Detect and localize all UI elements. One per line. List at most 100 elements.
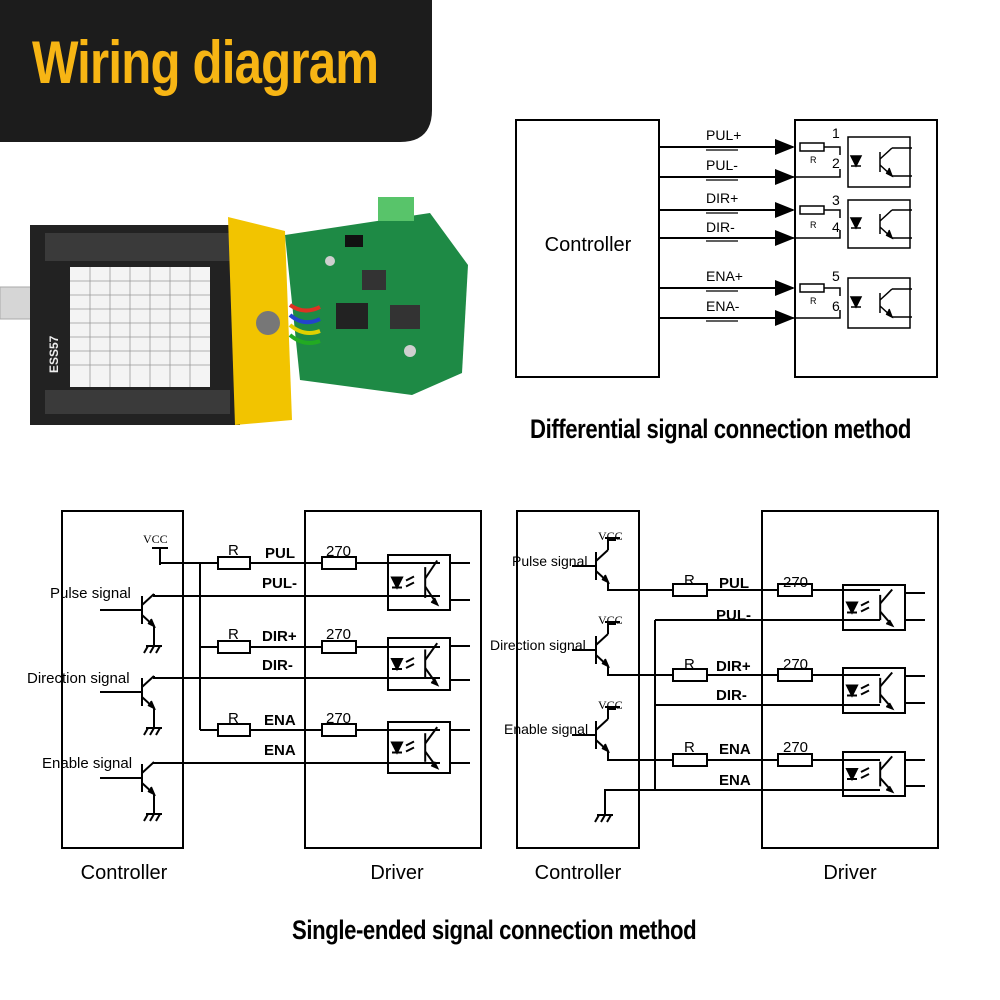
single-ended-caption: Single-ended signal connection method bbox=[292, 915, 697, 945]
left-vcc-label: VCC bbox=[143, 532, 168, 546]
right-signal-ena-2: ENA bbox=[719, 772, 751, 789]
emitter-arrow bbox=[885, 702, 895, 711]
diff-signal-pul-plus: PUL+ bbox=[706, 127, 741, 143]
transistor-collector bbox=[424, 642, 439, 661]
left-signal-ena-2: ENA bbox=[264, 742, 296, 759]
title-banner bbox=[0, 0, 1000, 150]
emitter-arrow bbox=[885, 308, 894, 319]
emitter-arrow bbox=[430, 678, 440, 687]
optocoupler-box bbox=[387, 637, 451, 691]
ground-hatch bbox=[606, 814, 612, 823]
diff-channel-wire bbox=[793, 230, 841, 239]
ground-hatch bbox=[155, 727, 161, 736]
light-arrow bbox=[405, 740, 415, 753]
diode bbox=[390, 658, 404, 672]
diff-channel-wire bbox=[824, 287, 841, 296]
right-signal-dir-plus: DIR+ bbox=[716, 658, 751, 675]
emitter-arrow bbox=[885, 229, 894, 240]
optocoupler-box bbox=[842, 584, 906, 631]
left-signal-pul-minus: PUL- bbox=[262, 575, 297, 592]
light-arrow bbox=[405, 657, 415, 669]
left-resistor bbox=[217, 640, 251, 654]
transistor-collector bbox=[595, 633, 609, 646]
ground-hatch bbox=[143, 813, 149, 822]
left-resistor-label-1: R bbox=[228, 542, 239, 559]
optocoupler bbox=[842, 751, 906, 797]
optocoupler-box bbox=[387, 554, 451, 611]
diff-pin-2: 2 bbox=[832, 155, 840, 171]
transistor-collector bbox=[879, 147, 893, 160]
ground-hatch bbox=[143, 727, 149, 736]
left-transistor-icon bbox=[141, 593, 156, 629]
right-resistor bbox=[672, 753, 708, 767]
single-ended-diagram: VCC Pulse signal Direction signal Enable… bbox=[27, 510, 939, 884]
diode bbox=[849, 155, 863, 168]
transistor-collector bbox=[879, 755, 893, 771]
diff-pin-5: 5 bbox=[832, 268, 840, 284]
diode bbox=[845, 684, 859, 698]
diff-pin-3: 3 bbox=[832, 192, 840, 208]
optocoupler-box bbox=[387, 721, 451, 774]
light-arrow bbox=[405, 575, 415, 588]
left-signal-pul: PUL bbox=[265, 545, 295, 562]
right-resistor-label-1: R bbox=[684, 572, 695, 589]
left-driver-resistor bbox=[321, 556, 357, 570]
right-resistor bbox=[672, 583, 708, 597]
left-input-pulse: Pulse signal bbox=[50, 585, 131, 602]
transistor-collector bbox=[595, 549, 609, 562]
light-arrow bbox=[860, 767, 870, 779]
left-transistor-icon bbox=[141, 675, 156, 711]
right-driver-resistor bbox=[777, 753, 813, 767]
page-title: Wiring diagram bbox=[32, 29, 379, 96]
right-resistor-label-2: R bbox=[684, 656, 695, 673]
left-resistor bbox=[217, 556, 251, 570]
right-signal-pul: PUL bbox=[719, 575, 749, 592]
left-resistor bbox=[217, 723, 251, 737]
diff-controller-box bbox=[515, 119, 660, 378]
left-ground-icon bbox=[143, 727, 162, 736]
left-minus-wire bbox=[153, 762, 440, 764]
left-signal-ena: ENA bbox=[264, 712, 296, 729]
ground-hatch bbox=[149, 727, 155, 736]
ground-hatch bbox=[155, 813, 161, 822]
transistor-collector bbox=[595, 718, 609, 731]
left-signal-dir-plus: DIR+ bbox=[262, 628, 297, 645]
diff-driver-box bbox=[794, 119, 938, 378]
left-controller-label: Controller bbox=[81, 862, 168, 884]
left-transistor-icon bbox=[141, 761, 156, 797]
left-resistor-label-2: R bbox=[228, 626, 239, 643]
right-vcc-label-2: VCC bbox=[598, 613, 623, 627]
left-driver-resistor bbox=[321, 723, 357, 737]
transistor-collector bbox=[879, 288, 893, 301]
left-driver-box bbox=[304, 510, 482, 849]
right-ground-wire bbox=[604, 789, 655, 815]
diode bbox=[845, 601, 859, 615]
right-input-direction: Direction signal bbox=[490, 637, 586, 653]
right-input-enable: Enable signal bbox=[504, 721, 588, 737]
right-vcc-label-3: VCC bbox=[598, 698, 623, 712]
right-transistor-icon bbox=[595, 633, 610, 669]
right-driver-resistor bbox=[777, 583, 813, 597]
light-arrow bbox=[860, 600, 870, 613]
optocoupler bbox=[842, 584, 906, 631]
right-controller-label: Controller bbox=[535, 862, 622, 884]
diff-signal-pul-minus: PUL- bbox=[706, 157, 738, 173]
right-driver-box bbox=[761, 510, 939, 849]
left-ground-icon bbox=[143, 813, 162, 822]
right-vcc-wire bbox=[607, 539, 616, 550]
left-resistor-label-3: R bbox=[228, 710, 239, 727]
emitter-arrow bbox=[430, 761, 440, 770]
left-signal-dir-minus: DIR- bbox=[262, 657, 293, 674]
model-label: ESS57 bbox=[47, 335, 61, 373]
right-driver-resistor-2: 270 bbox=[783, 656, 808, 673]
right-vcc-label-1: VCC bbox=[598, 529, 623, 543]
diff-pin-6: 6 bbox=[832, 298, 840, 314]
ground-hatch bbox=[149, 813, 155, 822]
transistor-collector bbox=[141, 761, 155, 774]
diff-controller-label: Controller bbox=[545, 234, 632, 256]
optocoupler bbox=[387, 721, 451, 774]
left-driver-resistor-3: 270 bbox=[326, 710, 351, 727]
right-driver-resistor-3: 270 bbox=[783, 739, 808, 756]
diff-optocoupler-box bbox=[847, 136, 911, 188]
left-minus-wire bbox=[153, 594, 440, 597]
